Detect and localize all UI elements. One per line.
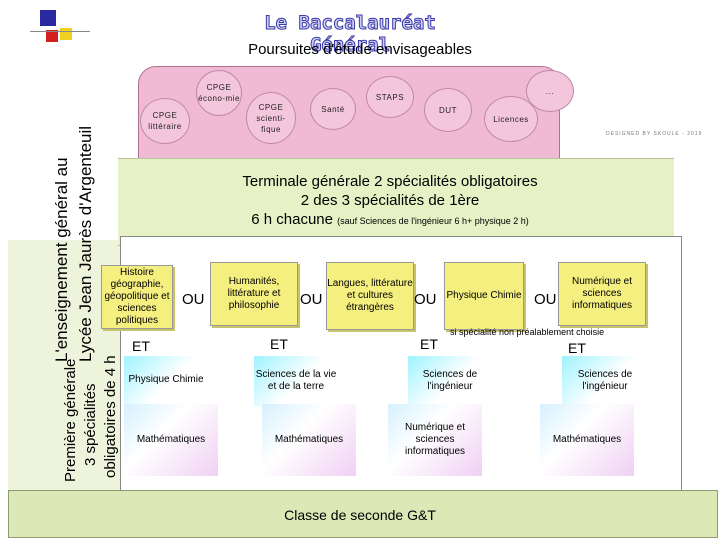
logo-square-yellow [60,28,72,40]
terminale-note: (sauf Sciences de l'ingénieur 6 h+ physi… [337,216,529,226]
sub-nsi-label: Numérique et sciences informatiques [404,422,466,457]
seconde-label: Classe de seconde G&T [284,507,436,523]
sub-maths1-label: Mathématiques [136,434,206,445]
sub-physique-label: Physique Chimie [128,374,204,385]
oval-etc-label: ... [545,86,555,96]
et-3: ET [420,336,438,352]
oval-dut: DUT [424,88,472,132]
sub-maths1: Mathématiques [124,404,218,476]
side-label-line3: Première générale [62,358,79,482]
spec-langues-label: Langues, littérature et cultures étrangè… [327,278,413,313]
seconde-band [8,490,718,538]
et-2: ET [270,336,288,352]
logo-square-red [46,30,58,42]
et-1: ET [132,338,150,354]
oval-sante-label: Santé [321,104,345,114]
sub-si1: Sciences de l'ingénieur [408,356,492,406]
ou-3: OU [414,291,437,308]
oval-cpge-eco-label: CPGE écono-mie [198,83,240,103]
spec-physique-label: Physique Chimie [446,290,522,301]
ou-1: OU [182,291,205,308]
spec-humanites: Humanités, littérature et philosophie [210,262,298,326]
terminale-line2: 2 des 3 spécialités de 1ère [300,192,480,209]
side-label-line4: 3 spécialités [82,383,99,466]
spec-histoire: Histoire géographie, géopolitique et sci… [101,265,173,329]
sub-si1-label: Sciences de l'ingénieur [422,369,478,392]
spec-numerique-label: Numérique et sciences informatiques [571,276,633,311]
oval-licences: Licences [484,96,538,142]
oval-cpge-lit-label: CPGE littéraire [148,111,182,131]
terminale-line3: 6 h chacune [251,211,333,228]
sub-nsi: Numérique et sciences informatiques [388,404,482,476]
oval-sante: Santé [310,88,356,130]
spec-numerique: Numérique et sciences informatiques [558,262,646,326]
oval-staps-label: STAPS [375,92,405,102]
sub-maths3: Mathématiques [540,404,634,476]
oval-cpge-lit: CPGE littéraire [140,98,190,144]
spec-histoire-label: Histoire géographie, géopolitique et sci… [104,267,170,326]
logo-line [30,31,90,32]
terminale-band [118,158,674,246]
spec-physique: Physique Chimie [444,262,524,330]
oval-staps: STAPS [366,76,414,118]
oval-dut-label: DUT [439,105,457,115]
sub-svt-label: Sciences de la vie et de la terre [255,369,337,392]
terminale-text: Terminale générale 2 spécialités obligat… [150,172,630,231]
sub-physique: Physique Chimie [124,356,208,404]
spec-humanites-label: Humanités, littérature et philosophie [227,276,281,311]
logo-square-blue [40,10,56,26]
sub-svt: Sciences de la vie et de la terre [254,356,338,406]
oval-cpge-eco: CPGE écono-mie [196,70,242,116]
et-4: ET [568,340,586,356]
oval-etc: ... [526,70,574,112]
side-label-line1: L'enseignement général au [52,157,71,362]
side-label-line5: obligatoires de 4 h [102,355,119,478]
oval-licences-label: Licences [493,114,529,124]
sub-si2: Sciences de l'ingénieur [562,356,648,406]
sub-maths3-label: Mathématiques [552,434,622,445]
page-subtitle: Poursuites d'étude envisageables [248,41,472,58]
oval-cpge-sci-label: CPGE scienti-fique [256,102,286,134]
ou-4: OU [534,291,557,308]
ou-2: OU [300,291,323,308]
oval-cpge-sci: CPGE scienti-fique [246,92,296,144]
terminale-line1: Terminale générale 2 spécialités obligat… [242,173,538,190]
side-label-line2: Lycée Jean Jaurès d'Argenteuil [76,125,95,362]
sub-maths2-label: Mathématiques [274,434,344,445]
watermark-text: DESIGNED BY SKOULE - 2019 [606,131,703,137]
sub-maths2: Mathématiques [262,404,356,476]
sub-si2-label: Sciences de l'ingénieur [577,369,633,392]
spec-langues: Langues, littérature et cultures étrangè… [326,262,414,330]
note-si: si spécialité non préalablement choisie [450,327,605,337]
page-title: Le Baccalauréat Général [264,12,437,57]
